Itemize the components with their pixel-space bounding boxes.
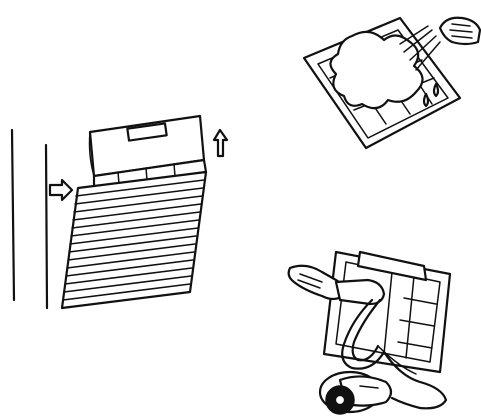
filter-rinse-panel bbox=[304, 18, 480, 148]
filter-removal-panel bbox=[12, 116, 227, 308]
wall-line bbox=[12, 130, 14, 300]
slatted-filter bbox=[62, 172, 206, 308]
unit-edge-line bbox=[46, 145, 47, 308]
grid-divider bbox=[146, 168, 147, 180]
right-arrow-icon bbox=[50, 180, 72, 200]
filter-vacuum-panel bbox=[289, 252, 450, 414]
vacuum-cleaner-icon bbox=[320, 372, 391, 414]
water-splash bbox=[330, 32, 422, 108]
vacuum-nozzle bbox=[336, 280, 384, 304]
water-drop-icon bbox=[424, 94, 428, 106]
water-drop-icon bbox=[434, 84, 438, 96]
grid-divider bbox=[174, 164, 175, 176]
up-arrow-icon bbox=[214, 130, 227, 156]
